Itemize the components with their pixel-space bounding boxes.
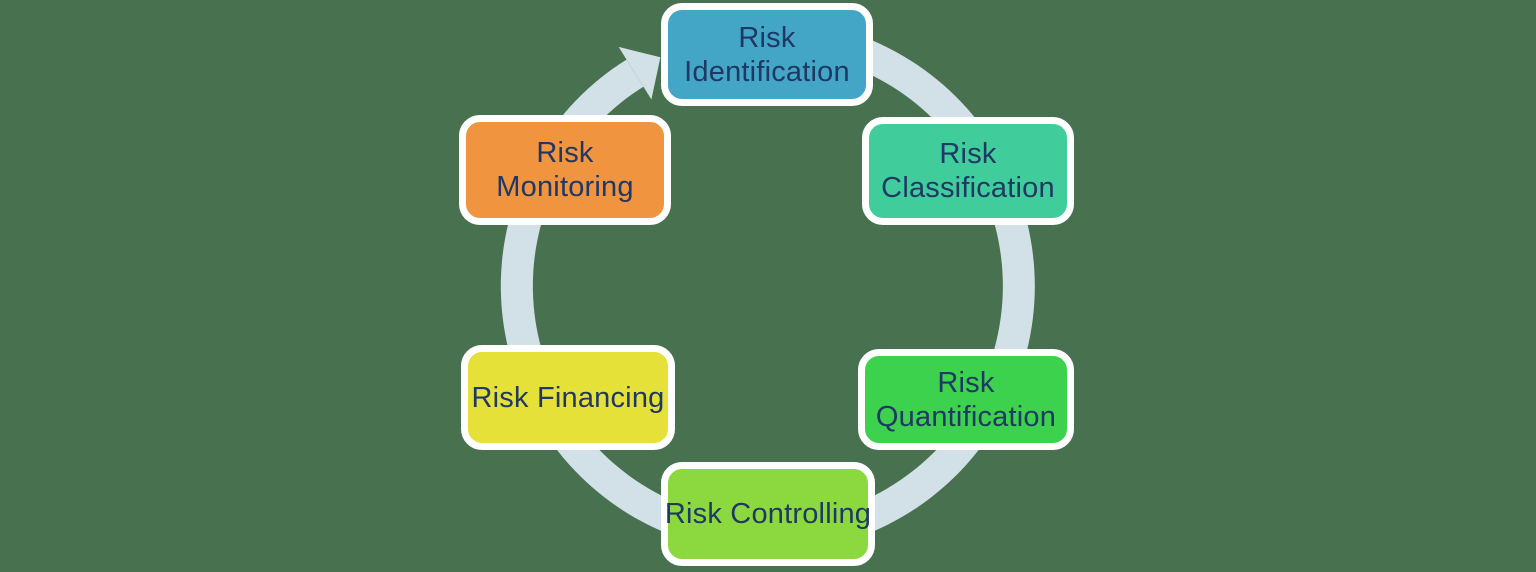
cycle-arrow-head-icon bbox=[618, 46, 661, 100]
node-label-line: Risk bbox=[536, 137, 594, 169]
node-label-line: Risk bbox=[939, 138, 997, 170]
node-label-line: Risk bbox=[738, 21, 796, 54]
node-risk-monitoring: Risk Monitoring bbox=[459, 115, 671, 225]
node-risk-classification-label: Risk Classification bbox=[881, 137, 1055, 205]
node-risk-identification: Risk Identification bbox=[661, 3, 873, 106]
node-risk-identification-label: Risk Identification bbox=[684, 21, 850, 89]
node-label-line: Classification bbox=[881, 172, 1055, 204]
node-risk-controlling: Risk Controlling bbox=[661, 462, 875, 566]
node-label-line: Identification bbox=[684, 55, 850, 88]
node-risk-quantification: Risk Quantification bbox=[858, 349, 1074, 450]
node-label-line: Risk Financing bbox=[471, 381, 665, 414]
node-risk-financing: Risk Financing bbox=[461, 345, 675, 450]
node-risk-classification: Risk Classification bbox=[862, 117, 1074, 225]
node-label-line: Risk Controlling bbox=[664, 498, 872, 530]
node-label-line: Risk bbox=[937, 366, 995, 399]
node-risk-monitoring-label: Risk Monitoring bbox=[496, 136, 633, 204]
node-label-line: Quantification bbox=[875, 400, 1057, 433]
node-label-line: Monitoring bbox=[496, 171, 634, 203]
node-risk-quantification-label: Risk Quantification bbox=[876, 366, 1056, 434]
node-risk-controlling-label: Risk Controlling bbox=[665, 497, 871, 531]
node-risk-financing-label: Risk Financing bbox=[472, 381, 665, 415]
